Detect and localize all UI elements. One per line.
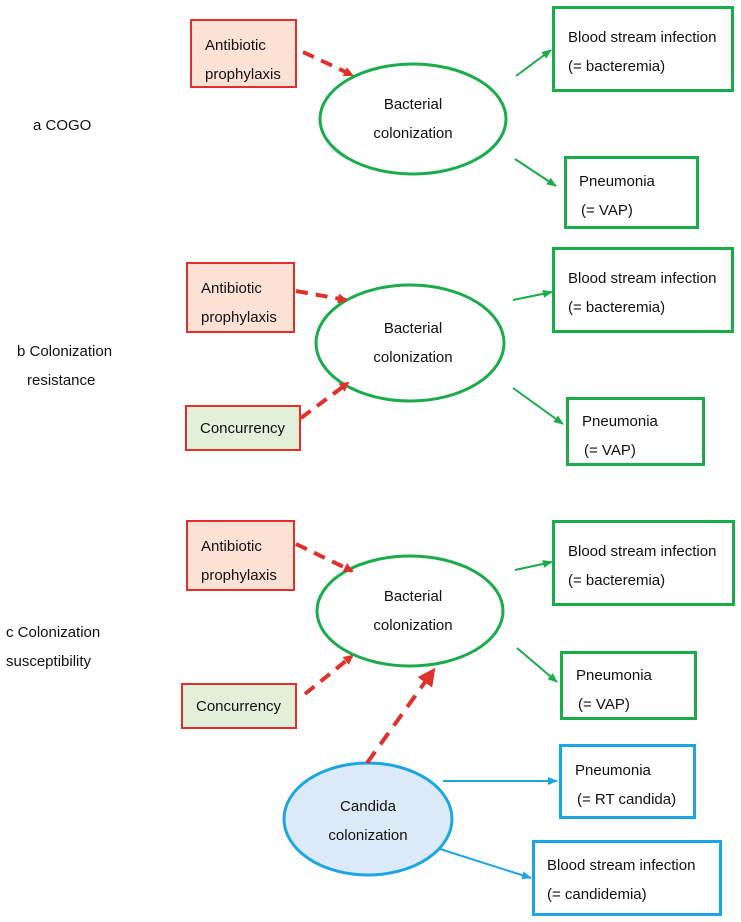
- pneumonia-line2: (= VAP): [584, 442, 636, 459]
- pneumonia-box-a: Pneumonia (= VAP): [564, 156, 699, 229]
- antibiotic-line1: Antibiotic: [205, 37, 266, 54]
- arrow-bacterial-to-bsi-c: [514, 559, 553, 571]
- bacterial-line1: Bacterial: [383, 320, 443, 337]
- arrow-antibiotic-to-bacterial-b: [295, 289, 348, 304]
- antibiotic-line2: prophylaxis: [201, 309, 277, 326]
- bacterial-colonization-node-b: [314, 283, 506, 403]
- arrow-bacterial-to-bsi-a: [515, 49, 552, 77]
- concurrency-box-c: Concurrency: [181, 683, 297, 729]
- section-label-b-line1: b Colonization: [17, 343, 113, 360]
- bacterial-colonization-node-a: [318, 62, 508, 176]
- bacterial-line2: colonization: [373, 617, 453, 634]
- section-label-b-line2: resistance: [27, 372, 96, 389]
- section-label-c: c Colonization susceptibility: [6, 618, 100, 676]
- bacterial-colonization-label-b: Bacterial colonization: [353, 314, 473, 372]
- arrow-antibiotic-to-bacterial-a: [302, 50, 354, 77]
- section-label-a: a COGO: [33, 111, 91, 140]
- arrow-bacterial-to-pneumonia-a: [514, 158, 557, 187]
- bacterial-colonization-label-a: Bacterial colonization: [353, 90, 473, 148]
- antibiotic-line1: Antibiotic: [201, 538, 262, 555]
- blood-stream-infection-box-a: Blood stream infection (= bacteremia): [552, 6, 734, 92]
- blood-stream-infection-box-c: Blood stream infection (= bacteremia): [552, 520, 735, 606]
- candida-pneumonia-line2: (= RT candida): [577, 791, 677, 808]
- candida-pneumonia-line1: Pneumonia: [575, 762, 651, 779]
- arrow-antibiotic-to-bacterial-c: [295, 542, 354, 573]
- pneumonia-rt-candida-box: Pneumonia (= RT candida): [559, 744, 696, 819]
- arrow-concurrency-to-bacterial-b: [299, 381, 350, 420]
- candida-bsi-line1: Blood stream infection: [547, 857, 696, 874]
- concurrency-label: Concurrency: [196, 698, 282, 715]
- pneumonia-line2: (= VAP): [578, 696, 630, 713]
- bacterial-colonization-node-c: [315, 554, 505, 668]
- arrow-candida-to-bacterial-c: [365, 667, 436, 765]
- bacterial-line2: colonization: [373, 125, 453, 142]
- concurrency-box-b: Concurrency: [185, 405, 301, 451]
- candida-line2: colonization: [328, 827, 408, 844]
- arrow-bacterial-to-pneumonia-c: [516, 647, 558, 683]
- blood-stream-infection-candidemia-box: Blood stream infection (= candidemia): [532, 840, 722, 916]
- bacterial-line1: Bacterial: [383, 96, 443, 113]
- antibiotic-prophylaxis-box-c: Antibiotic prophylaxis: [186, 520, 295, 591]
- section-label-a-line1: a COGO: [33, 117, 92, 134]
- section-label-c-line1: c Colonization: [6, 624, 101, 641]
- bacterial-colonization-label-c: Bacterial colonization: [353, 582, 473, 640]
- bsi-line2: (= bacteremia): [568, 58, 666, 75]
- antibiotic-prophylaxis-box-b: Antibiotic prophylaxis: [186, 262, 295, 333]
- antibiotic-line2: prophylaxis: [201, 567, 277, 584]
- section-label-c-line2: susceptibility: [6, 653, 92, 670]
- antibiotic-line1: Antibiotic: [201, 280, 262, 297]
- bsi-line1: Blood stream infection: [568, 29, 717, 46]
- blood-stream-infection-box-b: Blood stream infection (= bacteremia): [552, 247, 734, 333]
- pneumonia-line1: Pneumonia: [576, 667, 652, 684]
- concurrency-label: Concurrency: [200, 420, 286, 437]
- bsi-line1: Blood stream infection: [568, 543, 717, 560]
- arrow-bacterial-to-pneumonia-b: [512, 387, 564, 425]
- bsi-line1: Blood stream infection: [568, 270, 717, 287]
- bacterial-line2: colonization: [373, 349, 453, 366]
- bsi-line2: (= bacteremia): [568, 572, 666, 589]
- pneumonia-box-c: Pneumonia (= VAP): [560, 651, 697, 720]
- candida-bsi-line2: (= candidemia): [547, 886, 647, 903]
- pneumonia-line1: Pneumonia: [579, 173, 655, 190]
- arrow-bacterial-to-bsi-b: [512, 289, 553, 301]
- arrow-concurrency-to-bacterial-c: [303, 654, 354, 696]
- pneumonia-line1: Pneumonia: [582, 413, 658, 430]
- antibiotic-line2: prophylaxis: [205, 66, 281, 83]
- candida-colonization-label: Candida colonization: [308, 792, 428, 850]
- pneumonia-box-b: Pneumonia (= VAP): [566, 397, 705, 466]
- section-label-b: b Colonization resistance: [17, 337, 112, 395]
- candida-line1: Candida: [340, 798, 396, 815]
- bacterial-line1: Bacterial: [383, 588, 443, 605]
- pneumonia-line2: (= VAP): [581, 202, 633, 219]
- antibiotic-prophylaxis-box-a: Antibiotic prophylaxis: [190, 19, 297, 88]
- arrow-candida-to-bsi: [439, 848, 532, 880]
- bsi-line2: (= bacteremia): [568, 299, 666, 316]
